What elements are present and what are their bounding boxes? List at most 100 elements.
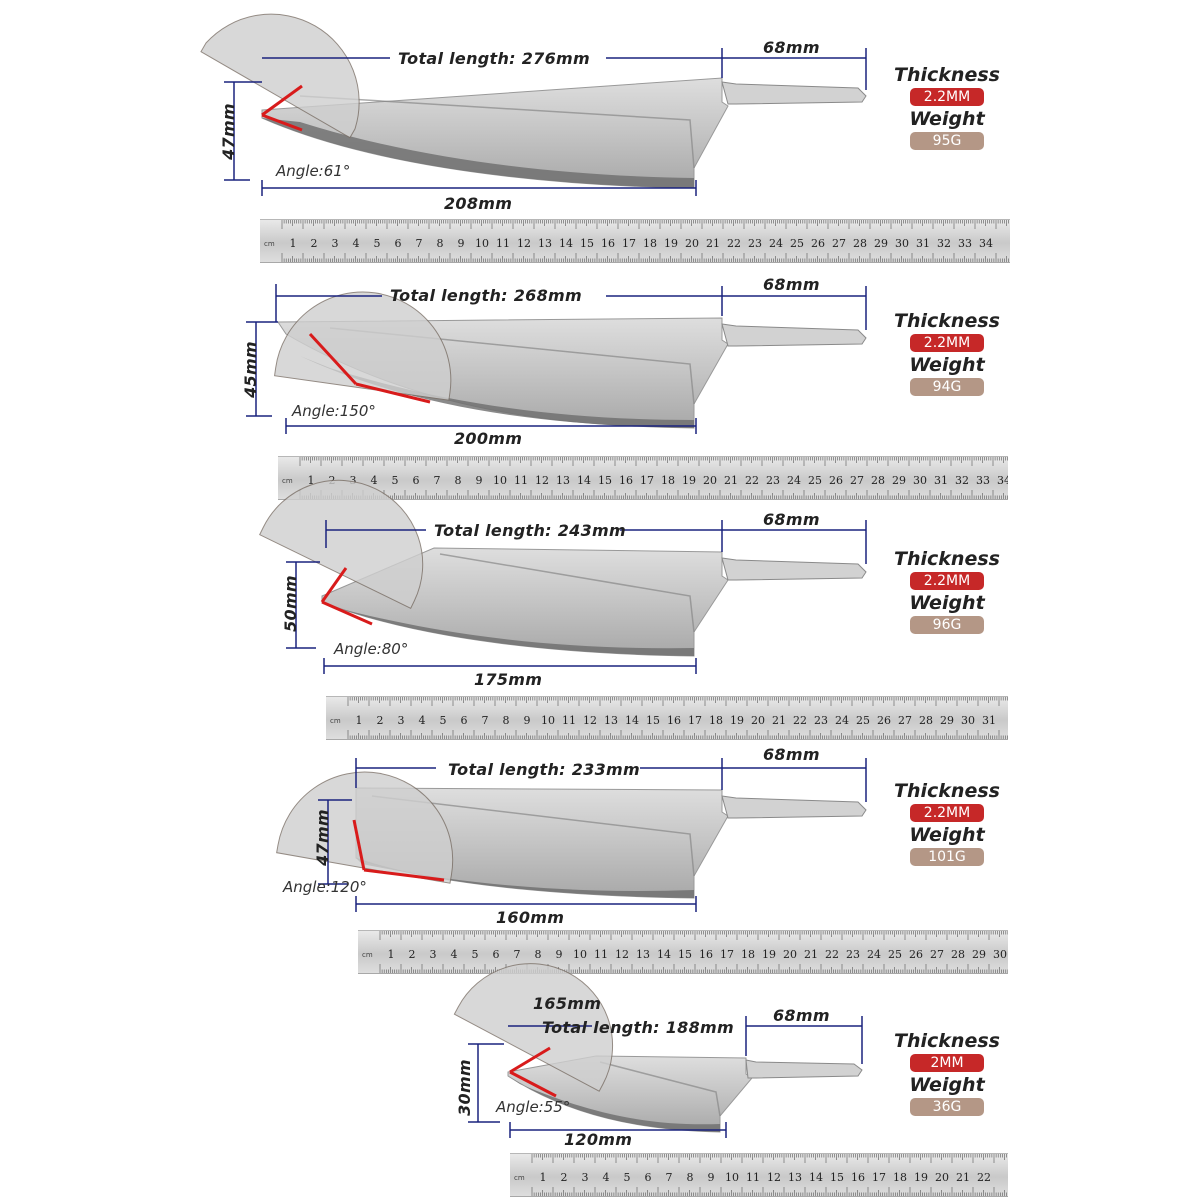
blade-etch: [322, 602, 694, 656]
ruler-unit: cm: [282, 477, 293, 485]
ruler-number: 17: [622, 237, 636, 250]
ruler-number: 27: [832, 237, 846, 250]
ruler-number: 22: [727, 237, 741, 250]
weight-label: Weight: [909, 592, 985, 614]
weight-label: Weight: [909, 1074, 985, 1096]
blade-drawing-1: [200, 13, 867, 196]
ruler-number: 26: [909, 948, 923, 961]
ruler-number: 26: [829, 474, 843, 487]
ruler-number: 24: [787, 474, 801, 487]
spec-panel-4: Thickness 2.2MM Weight 101G: [877, 780, 1017, 868]
ruler-number: 27: [850, 474, 864, 487]
ruler-number: 14: [559, 237, 573, 250]
ruler-number: 29: [874, 237, 888, 250]
ruler-number: 16: [619, 474, 633, 487]
ruler-number: 10: [493, 474, 507, 487]
ruler-number: 8: [687, 1171, 694, 1184]
thickness-badge: 2.2MM: [910, 88, 984, 106]
ruler-number: 4: [353, 237, 360, 250]
edge-length-label: 208mm: [444, 194, 513, 213]
ruler-number: 21: [804, 948, 818, 961]
blade-bevel: [439, 553, 695, 633]
weight-badge: 96G: [910, 616, 984, 634]
ruler-number: 21: [772, 714, 786, 727]
thickness-label: Thickness: [894, 548, 1000, 570]
tang-length-label: 68mm: [763, 745, 820, 764]
angle-line-b: [321, 600, 373, 626]
blade-row-3: Total length: 243mm 68mm 50mm 175mm Angl…: [0, 472, 1200, 740]
ruler-number: 22: [825, 948, 839, 961]
ruler-number: 14: [657, 948, 671, 961]
ruler-number: 17: [640, 474, 654, 487]
ruler-number: 5: [472, 948, 479, 961]
ruler-number: 4: [603, 1171, 610, 1184]
ruler-number: 28: [871, 474, 885, 487]
ruler-number: 2: [311, 237, 318, 250]
blade-row-5: 165mm Total length: 188mm 68mm 30mm 120m…: [0, 952, 1200, 1197]
ruler-number: 14: [809, 1171, 823, 1184]
ruler-number: 10: [573, 948, 587, 961]
thickness-badge: 2.2MM: [910, 334, 984, 352]
ruler-number: 25: [790, 237, 804, 250]
weight-label: Weight: [909, 108, 985, 130]
ruler-number: 18: [643, 237, 657, 250]
angle-line-b: [355, 382, 431, 404]
blade-drawing-2: [246, 284, 867, 434]
ruler-number: 33: [976, 474, 990, 487]
ruler-number: 3: [398, 714, 405, 727]
ruler-number: 24: [769, 237, 783, 250]
ruler-number: 1: [388, 948, 395, 961]
ruler-number: 6: [461, 714, 468, 727]
ruler-number: 11: [746, 1171, 760, 1184]
ruler-number: 15: [830, 1171, 844, 1184]
blade-bevel: [599, 1061, 721, 1117]
ruler-number: 6: [395, 237, 402, 250]
blade-etch: [262, 118, 694, 188]
ruler-number: 29: [892, 474, 906, 487]
ruler-unit: cm: [330, 717, 341, 725]
thickness-label: Thickness: [894, 310, 1000, 332]
ruler-number: 14: [577, 474, 591, 487]
ruler-number: 19: [914, 1171, 928, 1184]
ruler-number: 1: [356, 714, 363, 727]
ruler-number: 16: [851, 1171, 865, 1184]
ruler-number: 28: [919, 714, 933, 727]
thickness-badge: 2.2MM: [910, 804, 984, 822]
blade-row-4: Total length: 233mm 68mm 47mm 160mm Angl…: [0, 708, 1200, 974]
thickness-label: Thickness: [894, 64, 1000, 86]
ruler-number: 16: [601, 237, 615, 250]
ruler-number: 34: [979, 237, 993, 250]
ruler-number: 26: [877, 714, 891, 727]
blade-etch: [356, 858, 694, 898]
thickness-label: Thickness: [894, 780, 1000, 802]
tang-length-label: 68mm: [763, 38, 820, 57]
ruler-number: 8: [437, 237, 444, 250]
total-length-label: Total length: 268mm: [390, 286, 582, 305]
edge-length-label: 200mm: [454, 429, 523, 448]
ruler-number: 14: [625, 714, 639, 727]
ruler-number: 22: [745, 474, 759, 487]
edge-length-label: 160mm: [496, 908, 565, 927]
thickness-badge: 2MM: [910, 1054, 984, 1072]
ruler-number: 4: [451, 948, 458, 961]
ruler-number: 17: [688, 714, 702, 727]
ruler-number: 27: [930, 948, 944, 961]
ruler-number: 7: [514, 948, 521, 961]
blade-bevel: [371, 795, 695, 877]
ruler-number: 24: [835, 714, 849, 727]
ruler-number: 10: [541, 714, 555, 727]
ruler-unit: cm: [514, 1174, 525, 1182]
ruler-number: 11: [562, 714, 576, 727]
weight-label: Weight: [909, 354, 985, 376]
ruler-number: 26: [811, 237, 825, 250]
ruler-number: 33: [958, 237, 972, 250]
angle-line-a: [320, 567, 348, 603]
ruler-number: 30: [895, 237, 909, 250]
thickness-badge: 2.2MM: [910, 572, 984, 590]
ruler-number: 23: [846, 948, 860, 961]
ruler-number: 9: [708, 1171, 715, 1184]
ruler-number: 17: [872, 1171, 886, 1184]
